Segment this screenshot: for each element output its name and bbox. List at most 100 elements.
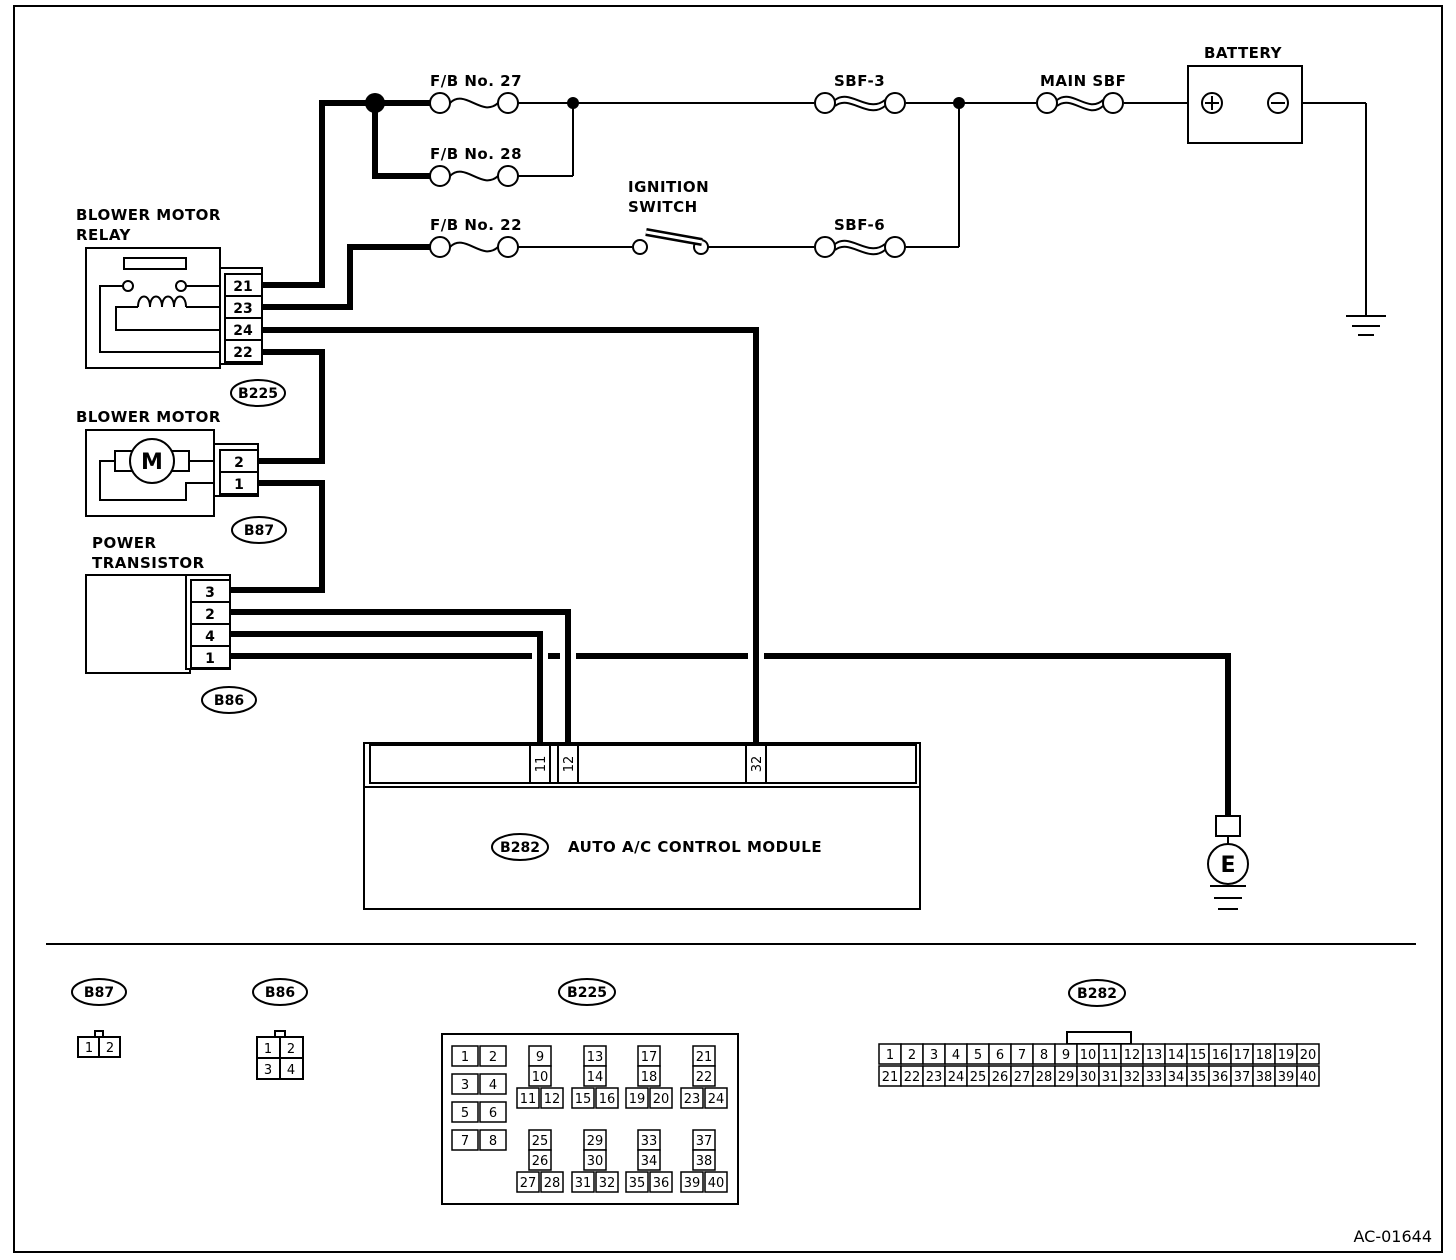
connector-pin-label: 22: [904, 1070, 921, 1085]
svg-text:BATTERY: BATTERY: [1204, 44, 1283, 62]
connector-pin-label: 28: [1036, 1070, 1053, 1085]
connector-pin-label: 2: [489, 1050, 497, 1065]
connector-pin-cell: [680, 1171, 704, 1193]
connector-pin-label: 12: [1124, 1048, 1141, 1063]
connector-pin-label: 27: [520, 1176, 537, 1191]
svg-text:B282: B282: [1077, 986, 1117, 1002]
svg-text:21: 21: [233, 279, 252, 295]
diagram-frame: [13, 5, 1443, 1253]
connector-pin-label: 26: [992, 1070, 1009, 1085]
svg-text:4: 4: [205, 629, 215, 645]
fuse-sbf6: SBF-6: [814, 216, 906, 258]
svg-text:B86: B86: [214, 693, 244, 709]
svg-text:1: 1: [234, 477, 244, 493]
connector-pin-cell: [583, 1065, 607, 1087]
connector-pin-label: 29: [587, 1134, 604, 1149]
connector-pin-label: 32: [599, 1176, 616, 1191]
connector-pin-label: 5: [974, 1048, 982, 1063]
fuse-fb22: F/B No. 22: [429, 216, 522, 258]
connector-pin-label: 37: [1234, 1070, 1251, 1085]
connector-pin-cell: [451, 1129, 479, 1151]
connector-pin-label: 11: [1102, 1048, 1119, 1063]
connector-pin-label: 25: [532, 1134, 549, 1149]
connector-pin-cell: [528, 1149, 552, 1171]
svg-text:2: 2: [287, 1042, 295, 1057]
connector-pin-label: 34: [1168, 1070, 1185, 1085]
svg-text:BLOWER MOTOR: BLOWER MOTOR: [76, 408, 221, 426]
battery-ground-symbol: [1346, 315, 1386, 336]
fuse-main-sbf: MAIN SBF: [1036, 72, 1126, 114]
svg-text:F/B No. 28: F/B No. 28: [430, 145, 522, 163]
svg-text:SWITCH: SWITCH: [628, 198, 698, 216]
connector-pin-cell: [528, 1065, 552, 1087]
connector-pin-label: 19: [629, 1092, 646, 1107]
connector-pin-label: 34: [641, 1154, 658, 1169]
connector-pin-label: 16: [1212, 1048, 1229, 1063]
connector-pin-cell: [704, 1171, 728, 1193]
connector-pin-label: 21: [696, 1050, 713, 1065]
connector-pin-cell: [637, 1149, 661, 1171]
fuse-fb27: F/B No. 27: [429, 72, 522, 114]
connector-pin-cell: [516, 1087, 540, 1109]
connector-pin-label: 22: [696, 1070, 713, 1085]
connector-pin-label: 39: [684, 1176, 701, 1191]
connector-pin-label: 23: [684, 1092, 701, 1107]
connector-pin-label: 31: [575, 1176, 592, 1191]
connector-view-b87: B87 1 2: [71, 978, 127, 1058]
connector-pin-label: 3: [461, 1078, 469, 1093]
connector-pin-cell: [451, 1101, 479, 1123]
svg-text:RELAY: RELAY: [76, 226, 132, 244]
svg-text:SBF-3: SBF-3: [834, 72, 885, 90]
connector-pin-label: 33: [1146, 1070, 1163, 1085]
svg-text:23: 23: [233, 301, 252, 317]
battery: BATTERY: [1187, 44, 1303, 144]
connector-pin-label: 20: [1300, 1048, 1317, 1063]
svg-text:SBF-6: SBF-6: [834, 216, 885, 234]
connector-pin-label: 23: [926, 1070, 943, 1085]
svg-text:IGNITION: IGNITION: [628, 178, 709, 196]
connector-pin-cell: [1296, 1043, 1320, 1065]
svg-text:E: E: [1220, 853, 1235, 878]
svg-text:M: M: [141, 450, 163, 475]
svg-text:TRANSISTOR: TRANSISTOR: [92, 554, 205, 572]
connector-pin-cell: [625, 1087, 649, 1109]
svg-text:BLOWER MOTOR: BLOWER MOTOR: [76, 206, 221, 224]
connector-pin-label: 40: [1300, 1070, 1317, 1085]
svg-text:11: 11: [534, 756, 549, 773]
svg-text:1: 1: [85, 1041, 93, 1056]
connector-pin-cell: [479, 1129, 507, 1151]
svg-text:2: 2: [234, 455, 244, 471]
connector-pin-label: 10: [532, 1070, 549, 1085]
svg-text:24: 24: [233, 323, 253, 339]
connector-pin-label: 18: [641, 1070, 658, 1085]
connector-pin-label: 37: [696, 1134, 713, 1149]
connector-pin-cell: [540, 1171, 564, 1193]
connector-pin-label: 26: [532, 1154, 549, 1169]
connector-pin-cell: [516, 1171, 540, 1193]
connector-pin-cell: [451, 1073, 479, 1095]
svg-text:3: 3: [264, 1063, 272, 1078]
connector-pin-label: 13: [587, 1050, 604, 1065]
ignition-switch: IGNITION SWITCH: [628, 178, 709, 255]
connector-pin-label: 8: [489, 1134, 497, 1149]
connector-pin-cell: [540, 1087, 564, 1109]
connector-pin-label: 4: [489, 1078, 497, 1093]
connector-pin-cell: [649, 1171, 673, 1193]
connector-pin-label: 16: [599, 1092, 616, 1107]
connector-pin-label: 30: [1080, 1070, 1097, 1085]
connector-pin-cell: [451, 1045, 479, 1067]
connector-pin-label: 18: [1256, 1048, 1273, 1063]
connector-pin-label: 36: [653, 1176, 670, 1191]
svg-text:1: 1: [205, 651, 215, 667]
connector-pin-label: 38: [1256, 1070, 1273, 1085]
thin-wires: [518, 102, 1367, 844]
connector-pin-cell: [649, 1087, 673, 1109]
connector-pin-label: 27: [1014, 1070, 1031, 1085]
auto-ac-control-module: 11 12 32 B282 AUTO A/C CONTROL MODULE: [363, 742, 921, 910]
fuse-sbf3: SBF-3: [814, 72, 906, 114]
connector-pin-label: 19: [1278, 1048, 1295, 1063]
connector-pin-label: 20: [653, 1092, 670, 1107]
connector-pin-label: 25: [970, 1070, 987, 1085]
svg-text:B87: B87: [84, 985, 114, 1001]
